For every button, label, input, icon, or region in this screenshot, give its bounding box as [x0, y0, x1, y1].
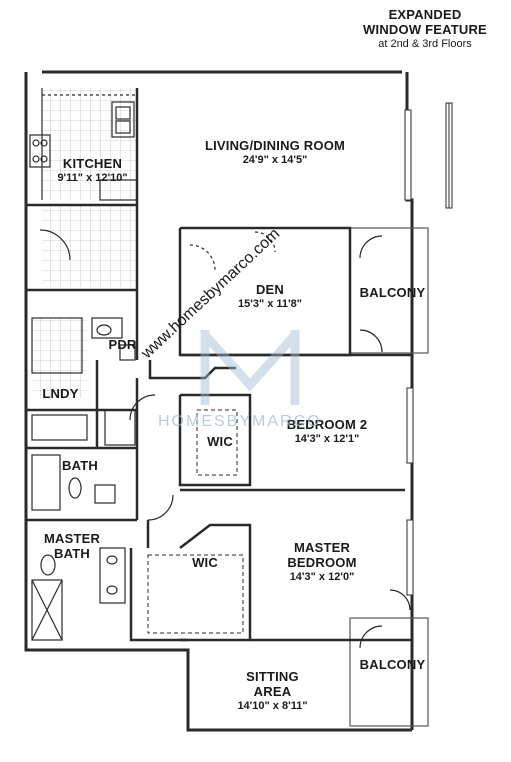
watermark-logo — [200, 330, 300, 405]
lndy-name: LNDY — [42, 386, 79, 401]
kitchen-counters — [29, 88, 138, 201]
master-bath-label: MASTER BATH — [32, 531, 112, 562]
pdr-name: PDR — [108, 337, 137, 352]
sitting-area-label: SITTING AREA 14'10" x 8'11" — [215, 669, 330, 713]
wic-1-name: WIC — [207, 434, 233, 449]
watermark-brand: HOMESBYMARCO — [158, 413, 322, 430]
kitchen-name: KITCHEN — [62, 156, 123, 171]
balcony-bottom-name: BALCONY — [359, 657, 426, 672]
den-label: DEN 15'3" x 11'8" — [215, 282, 325, 311]
living-label: LIVING/DINING ROOM 24'9" x 14'5" — [185, 138, 365, 167]
balcony-bottom-label: BALCONY — [350, 657, 435, 673]
expanded-window-note: EXPANDED WINDOW FEATURE at 2nd & 3rd Flo… — [345, 7, 505, 51]
note-line-1: EXPANDED — [388, 7, 462, 22]
den-dims: 15'3" x 11'8" — [238, 297, 302, 310]
pdr-label: PDR — [100, 337, 145, 353]
note-line-2: WINDOW FEATURE — [363, 21, 487, 37]
kitchen-dims: 9'11" x 12'10" — [57, 171, 128, 184]
laundry-tile — [32, 318, 87, 398]
wic-2-label: WIC — [180, 555, 230, 571]
sitting-dims: 14'10" x 8'11" — [237, 699, 308, 712]
master-bedroom-line1: MASTER — [293, 540, 351, 555]
bedroom2-dims: 14'3" x 12'1" — [294, 432, 360, 445]
fixtures — [31, 317, 136, 641]
living-name: LIVING/DINING ROOM — [204, 138, 346, 153]
balcony-top-name: BALCONY — [359, 285, 426, 300]
note-line-3: at 2nd & 3rd Floors — [378, 37, 472, 50]
master-bedroom-label: MASTER BEDROOM 14'3" x 12'0" — [262, 540, 382, 584]
closets — [147, 409, 244, 634]
bedroom2-label: BEDROOM 2 14'3" x 12'1" — [272, 417, 382, 446]
foyer-tile — [42, 205, 137, 287]
kitchen-label: KITCHEN 9'11" x 12'10" — [45, 156, 140, 185]
sitting-line2: AREA — [253, 683, 292, 699]
lndy-label: LNDY — [28, 386, 93, 402]
interior-walls — [26, 88, 412, 642]
bath-name: BATH — [62, 458, 98, 473]
balcony-top-label: BALCONY — [350, 285, 435, 301]
bath-label: BATH — [50, 458, 110, 474]
master-bath-line1: MASTER — [43, 531, 101, 546]
wic-2-name: WIC — [192, 555, 218, 570]
doors — [39, 229, 411, 649]
sitting-line1: SITTING — [246, 669, 299, 684]
bedroom2-name: BEDROOM 2 — [286, 417, 368, 432]
wic-1-label: WIC — [195, 434, 245, 450]
master-bath-line2: BATH — [54, 545, 90, 561]
master-bedroom-line2: BEDROOM — [287, 554, 357, 570]
windows — [404, 102, 453, 596]
den-name: DEN — [255, 282, 285, 297]
master-bedroom-dims: 14'3" x 12'0" — [289, 570, 355, 583]
balconies — [349, 227, 429, 727]
living-dims: 24'9" x 14'5" — [242, 153, 308, 166]
